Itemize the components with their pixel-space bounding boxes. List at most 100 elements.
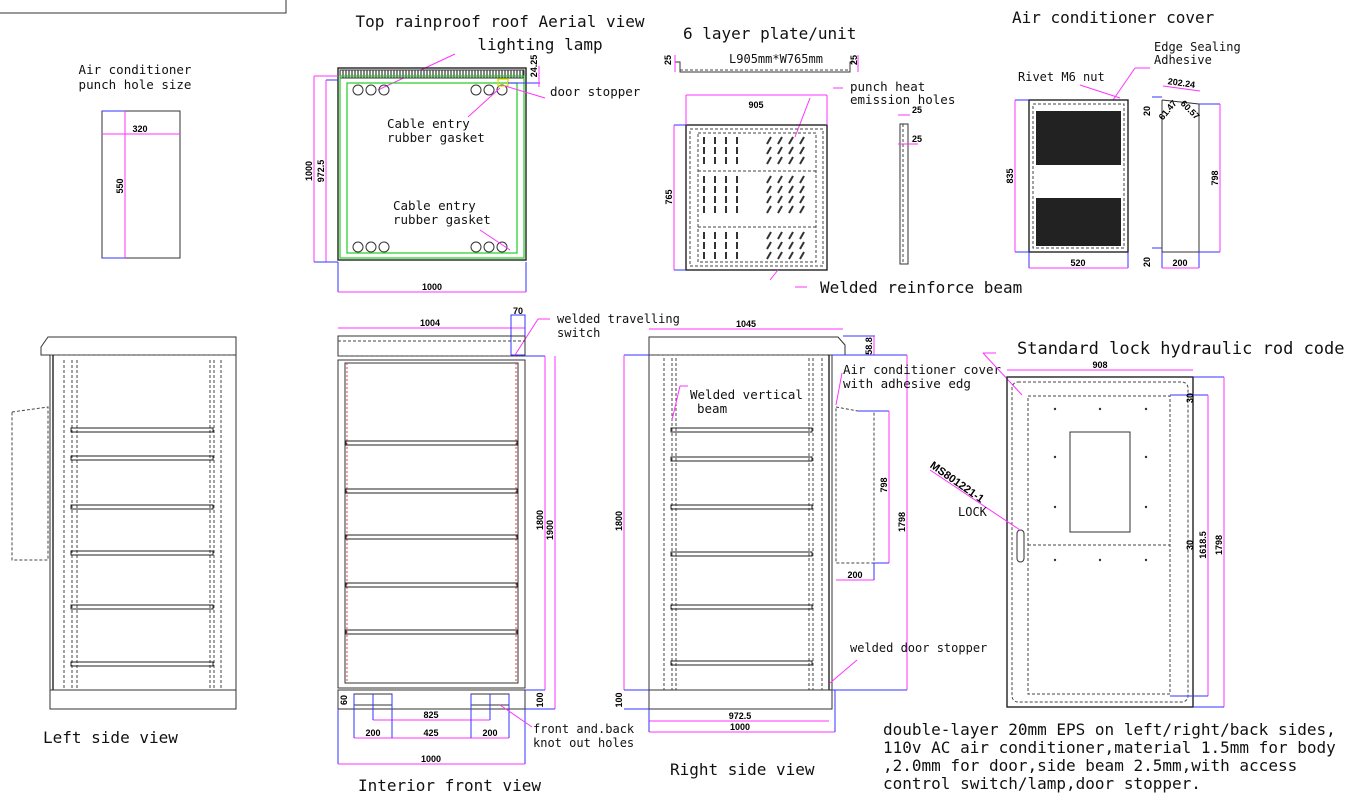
heat-slot (799, 175, 805, 184)
door-rivet (1098, 558, 1102, 562)
door-stopper-label: door stopper (550, 84, 641, 99)
dim-front-825: 825 (423, 710, 438, 720)
heat-slot (766, 241, 772, 250)
dim-right-base: 100 (614, 692, 624, 707)
dim-cover-offset-top: 20 (1142, 106, 1152, 116)
left-side-view: Left side view (11, 336, 237, 747)
ac-cover-adhesive-label-2: with adhesive edg (843, 376, 971, 391)
dim-door-w: 908 (1092, 360, 1107, 370)
shelf (345, 534, 518, 540)
dim-cover-side-w: 200 (1172, 258, 1187, 268)
heat-slot (788, 185, 794, 194)
heat-slot (788, 175, 794, 184)
ac-cover-adhesive-label-1: Air conditioner cover (843, 362, 1002, 377)
door-rivet (1144, 407, 1148, 411)
heat-slot (766, 185, 772, 194)
vertical-beam-label-1: Welded vertical (690, 387, 803, 402)
vertical-beam-label-2: beam (697, 401, 727, 416)
rivet-label: Rivet M6 nut (1018, 70, 1105, 84)
dim-cover-h: 835 (1005, 168, 1015, 183)
right-side-view: 1045 58.8 798 200 1800 100 1798 972.5 (614, 319, 1002, 779)
heat-slot (777, 156, 783, 165)
heat-slot (766, 205, 772, 214)
dim-right-top-w: 1045 (736, 319, 756, 329)
door-rivet (1053, 407, 1057, 411)
shelf (670, 504, 813, 510)
dim-right-ac-h: 798 (879, 477, 889, 492)
ac-punch-title-2: punch hole size (79, 77, 192, 92)
welded-beam-label: Welded reinforce beam (820, 278, 1022, 297)
shelf (70, 604, 214, 610)
dim-front-w: 1000 (421, 754, 441, 764)
heat-slot (777, 205, 783, 214)
heat-slot (799, 146, 805, 155)
dim-front-200b: 200 (482, 728, 497, 738)
dim-right-w: 1000 (730, 722, 750, 732)
dim-roof-h1: 1000 (304, 161, 314, 181)
interior-front-title: Interior front view (358, 776, 541, 795)
right-side-title: Right side view (670, 760, 815, 779)
dim-door-h2: 1798 (1214, 535, 1224, 555)
dim-right-h: 1800 (614, 511, 624, 531)
heat-slot (788, 156, 794, 165)
dim-plate-flange-r: 25 (849, 55, 859, 65)
heat-slot (766, 156, 772, 165)
door-rivet (1144, 455, 1148, 459)
shelf (670, 456, 813, 462)
top-roof-title: Top rainproof roof Aerial view (356, 12, 645, 31)
interior-front-view: 1004 70 welded travelling switch 1800 19… (337, 306, 680, 795)
dim-cover-side-h: 798 (1210, 170, 1220, 185)
heat-slot (788, 251, 794, 260)
dim-ac-punch-h: 550 (115, 178, 125, 193)
door-rivet (1053, 505, 1057, 509)
dim-right-roof: 58.8 (864, 337, 874, 355)
door-rivet (1098, 407, 1102, 411)
title-block-border (0, 0, 287, 14)
dim-front-base: 100 (535, 692, 545, 707)
heat-slot (788, 146, 794, 155)
heat-slot (766, 195, 772, 204)
shelf (345, 629, 518, 635)
door-rivet (1053, 558, 1057, 562)
spec-note: double-layer 20mm EPS on left/right/back… (883, 720, 1336, 793)
shelf (70, 504, 214, 510)
spec-line-2: 110v AC air conditioner,material 1.5mm f… (883, 738, 1336, 757)
heat-slot (788, 231, 794, 240)
shelf (670, 551, 813, 557)
shelf (70, 550, 214, 556)
edge-sealing-label-2: Adhesive (1154, 53, 1212, 67)
plate-view: 6 layer plate/unit L905mm*W765mm 25 25 p… (663, 24, 1022, 297)
door-rivet (1144, 505, 1148, 509)
cable-gasket-label-2a: Cable entry (393, 198, 476, 213)
dim-cover-top: 202.24 (1167, 76, 1196, 90)
dim-ac-punch-w: 320 (132, 124, 147, 134)
spec-line-3: ,2.0mm for door,side beam 2.5mm,with acc… (883, 756, 1297, 775)
heat-slot (777, 231, 783, 240)
dim-cover-offset-bot: 20 (1142, 257, 1152, 267)
dim-front-h2: 1900 (545, 520, 555, 540)
dim-front-knock-h: 60 (339, 695, 349, 705)
dim-right-972: 972.5 (729, 711, 752, 721)
shelf (670, 660, 813, 666)
heat-slot (766, 175, 772, 184)
heat-slot (799, 156, 805, 165)
dim-door-gap-1: 30 (1185, 393, 1195, 403)
dim-roof-edge: 24.25 (529, 55, 539, 78)
heat-slot (777, 241, 783, 250)
welded-door-stopper-label: welded door stopper (850, 641, 987, 655)
dim-plate-side-1: 25 (912, 105, 922, 115)
heat-slot (777, 185, 783, 194)
shelf (345, 582, 518, 588)
knock-out-label-1: front and.back (533, 722, 635, 736)
dim-cover-angle-2: 60.57 (1179, 98, 1202, 121)
dim-door-h1: 1618.5 (1198, 531, 1208, 559)
heat-slot (799, 241, 805, 250)
dim-plate-flange-l: 25 (663, 55, 673, 65)
dim-front-h1: 1800 (535, 510, 545, 530)
heat-slot (799, 185, 805, 194)
shelf (70, 661, 214, 667)
travel-switch-label-2: switch (557, 326, 600, 340)
heat-slot (777, 175, 783, 184)
travel-switch-label-1: welded travelling (557, 312, 680, 326)
